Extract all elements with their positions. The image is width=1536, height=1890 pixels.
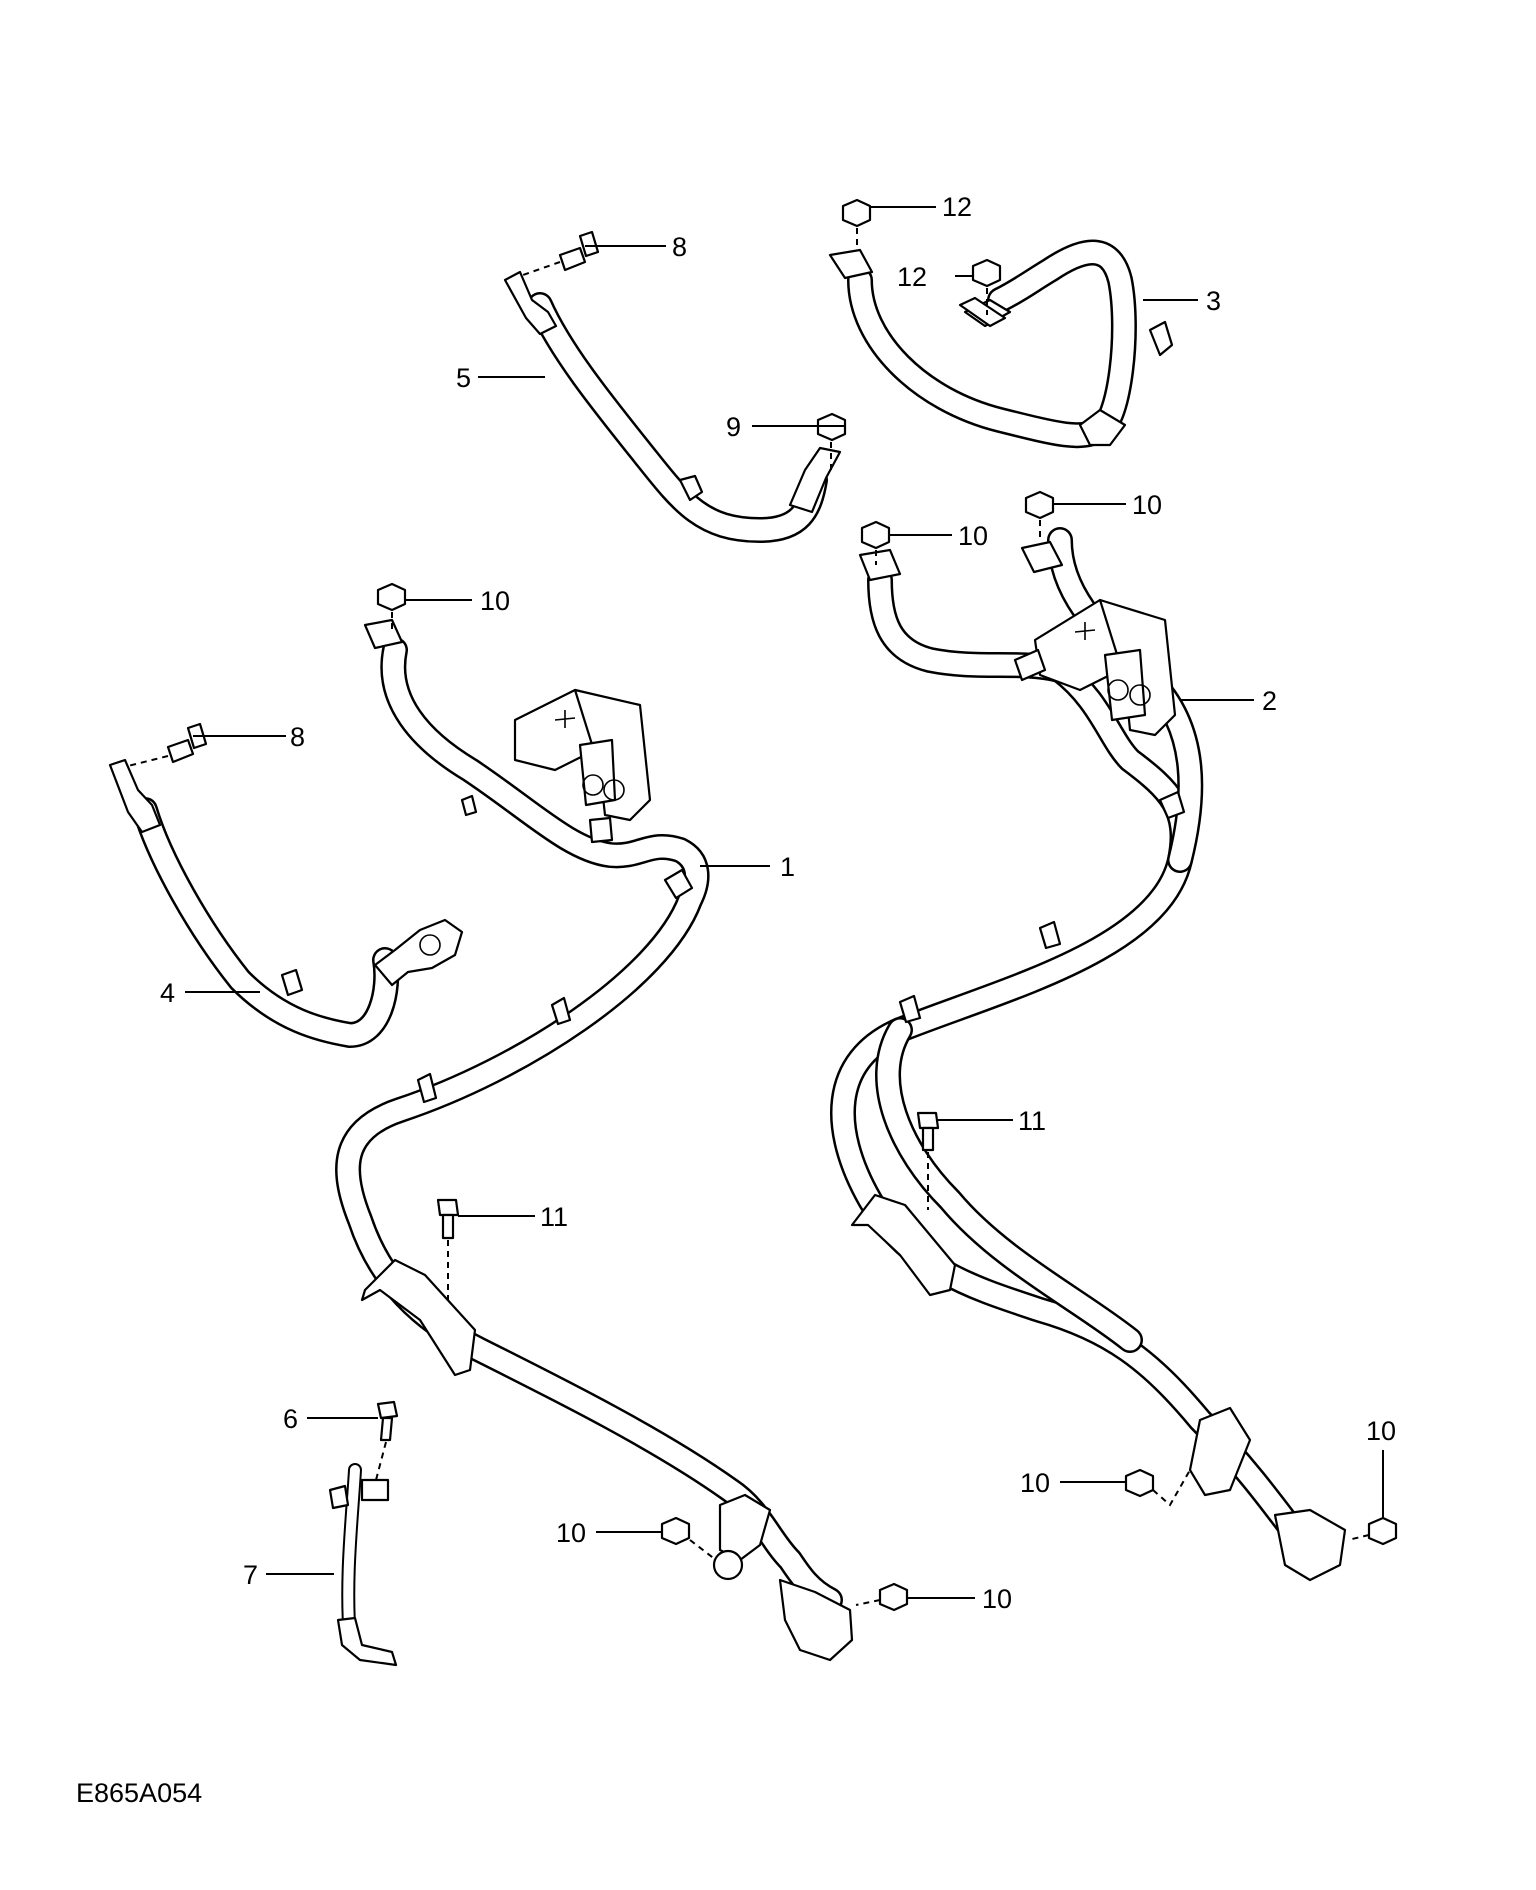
nut-icon <box>841 198 872 228</box>
bolt-icon <box>436 1198 460 1217</box>
callout-11: 11 <box>1018 1106 1046 1136</box>
callout-8: 8 <box>672 232 687 262</box>
callout-5: 5 <box>456 363 471 393</box>
callout-6: 7 <box>243 1560 258 1590</box>
nut-icon <box>971 258 1002 288</box>
bolt-icon <box>916 1111 940 1130</box>
callout-3: 3 <box>1206 286 1221 316</box>
callout-7: 6 <box>283 1404 298 1434</box>
callout-12: 12 <box>942 192 972 222</box>
nut-icon <box>1367 1516 1398 1546</box>
callout-11: 11 <box>540 1202 568 1232</box>
callout-10: 10 <box>1366 1416 1396 1446</box>
bolt-icon <box>166 738 195 764</box>
nut-icon <box>1024 490 1055 520</box>
callouts: 12 12 3 8 5 9 10 10 2 10 8 1 4 11 11 6 7… <box>160 192 1396 1614</box>
callout-2: 2 <box>1262 686 1277 716</box>
cable-3 <box>828 239 1174 449</box>
leader-lines <box>185 206 1384 1599</box>
callout-10: 10 <box>556 1518 586 1548</box>
callout-10: 10 <box>1020 1468 1050 1498</box>
callout-12: 12 <box>897 262 927 292</box>
nut-icon <box>660 1516 691 1546</box>
assembly-lines <box>127 228 1370 1606</box>
figure-code: E865A054 <box>76 1778 202 1808</box>
cable-1 <box>335 618 854 1662</box>
bolt-icon <box>376 1400 399 1420</box>
cable-2 <box>829 527 1347 1582</box>
nut-icon <box>1124 1468 1155 1498</box>
nut-icon <box>376 582 407 612</box>
fasteners <box>166 198 1398 1612</box>
callout-10: 10 <box>480 586 510 616</box>
callout-1: 1 <box>780 852 795 882</box>
callout-10: 10 <box>982 1584 1012 1614</box>
callout-9: 9 <box>726 412 741 442</box>
cable-6 <box>328 1463 398 1667</box>
cable-5 <box>503 270 842 543</box>
nut-icon <box>860 520 891 550</box>
callout-8: 8 <box>290 722 305 752</box>
bolt-icon <box>558 246 587 272</box>
nut-icon <box>878 1582 909 1612</box>
callout-4: 4 <box>160 978 175 1008</box>
callout-10: 10 <box>958 521 988 551</box>
callout-10: 10 <box>1132 490 1162 520</box>
cable-4 <box>108 758 464 1048</box>
